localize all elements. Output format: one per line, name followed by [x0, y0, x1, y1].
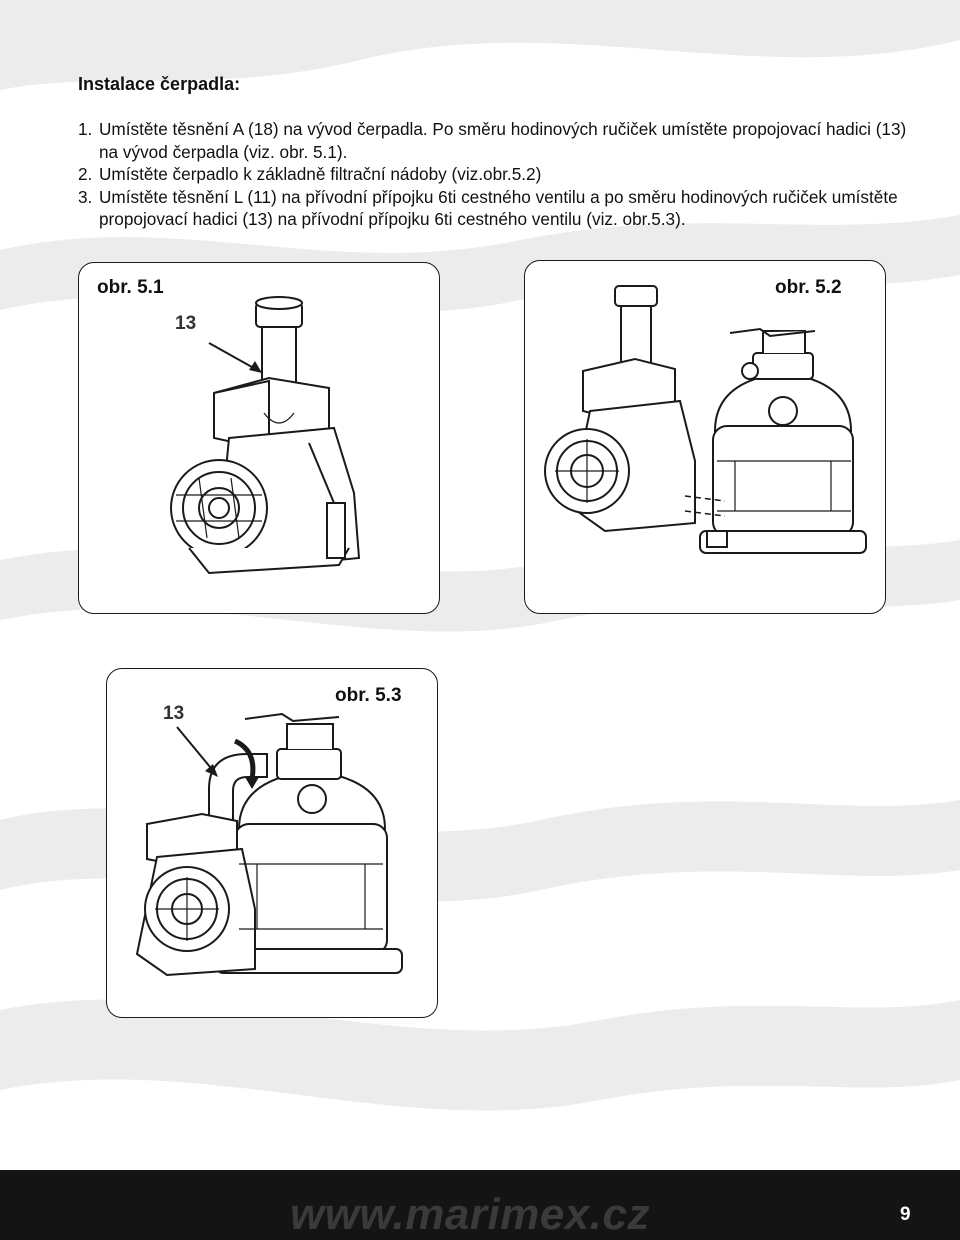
callout-13: 13	[175, 313, 197, 334]
assembled-pump-filter-illustration	[135, 712, 403, 977]
figure-label: obr. 5.3	[335, 685, 402, 706]
figure-5-2-panel: obr. 5.2	[524, 260, 886, 614]
page-number: 9	[900, 1204, 911, 1225]
figure-5-1-panel: obr. 5.1 13	[78, 262, 440, 614]
callout-13: 13	[163, 703, 185, 724]
page-heading: Instalace čerpadla:	[78, 74, 241, 94]
step-number: 1.	[78, 119, 93, 139]
pump-illustration	[170, 296, 361, 575]
figure-label: obr. 5.2	[775, 277, 842, 298]
instruction-list: 1. Umístěte těsnění A (18) na vývod čerp…	[78, 118, 918, 231]
website-url: www.marimex.cz	[290, 1190, 650, 1239]
instruction-step-2: 2. Umístěte čerpadlo k základně filtračn…	[78, 163, 918, 186]
figure-5-3-panel: obr. 5.3 13	[106, 668, 438, 1018]
footer-bar	[0, 1170, 960, 1240]
step-number: 3.	[78, 186, 93, 207]
step-text: Umístěte čerpadlo k základně filtrační n…	[99, 164, 542, 184]
pump-and-filter-illustration	[544, 285, 867, 554]
step-text: Umístěte těsnění A (18) na vývod čerpadl…	[99, 119, 907, 162]
step-number: 2.	[78, 164, 93, 184]
instruction-step-3: 3. Umístěte těsnění L (11) na přívodní p…	[78, 186, 918, 231]
figure-label: obr. 5.1	[97, 277, 164, 298]
instruction-step-1: 1. Umístěte těsnění A (18) na vývod čerp…	[78, 118, 918, 163]
step-text: Umístěte těsnění L (11) na přívodní příp…	[99, 186, 898, 230]
